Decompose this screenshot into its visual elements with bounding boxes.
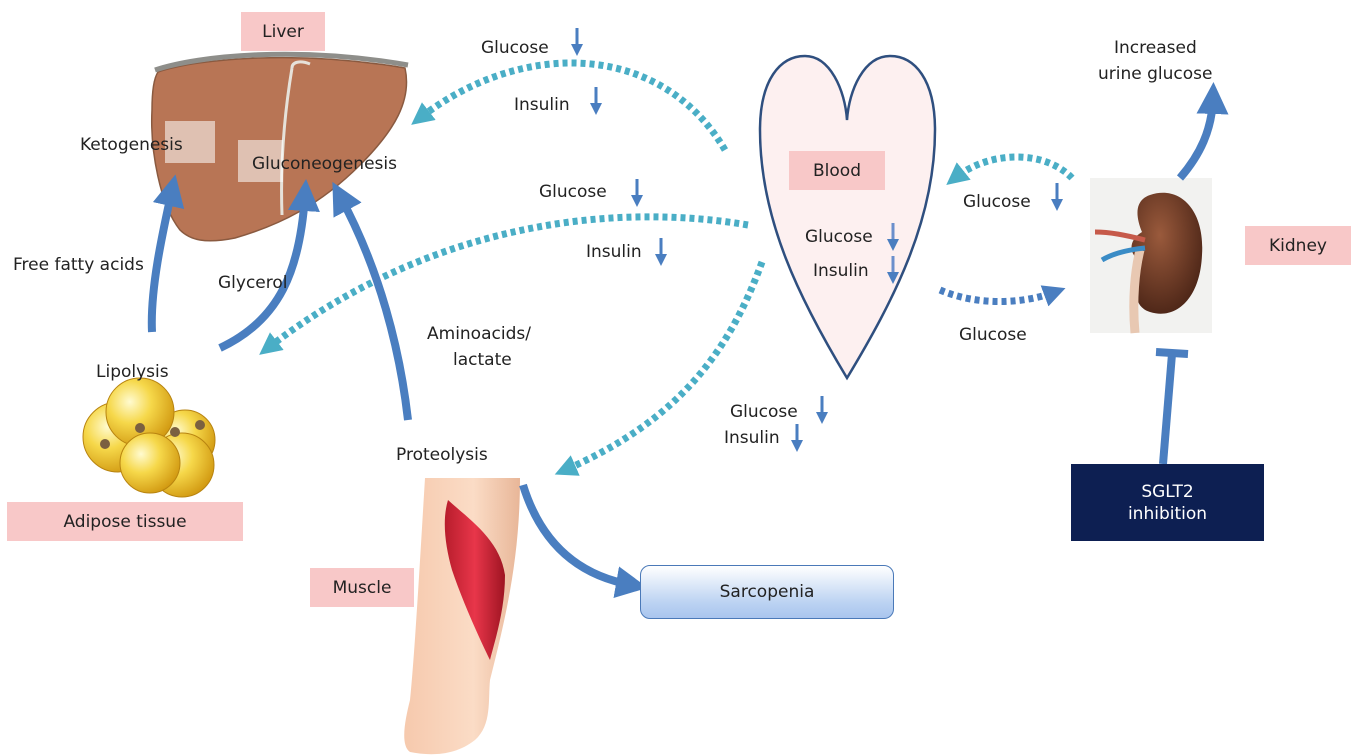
sglt2-inhibition-box: SGLT2 inhibition <box>1071 464 1264 541</box>
glucose-label: Glucose <box>959 324 1027 346</box>
fat-cells-illustration <box>83 378 215 497</box>
liver-label: Liver <box>241 12 325 51</box>
dotted-arrow-blood-to-kidney <box>940 290 1055 302</box>
muscle-label: Muscle <box>310 568 414 607</box>
insulin-label: Insulin <box>514 94 570 116</box>
lactate-label: lactate <box>453 349 512 371</box>
glucose-label: Glucose <box>963 191 1031 213</box>
sglt2-label-line1: SGLT2 <box>1128 481 1207 503</box>
sarcopenia-label: Sarcopenia <box>720 582 815 602</box>
dotted-arrow-blood-to-liver <box>420 63 725 150</box>
glucose-label: Glucose <box>805 226 873 248</box>
glycerol-label: Glycerol <box>218 272 288 294</box>
insulin-label: Insulin <box>586 241 642 263</box>
lipolysis-label: Lipolysis <box>96 361 169 383</box>
ketogenesis-label: Ketogenesis <box>80 134 183 156</box>
glucose-label: Glucose <box>539 181 607 203</box>
arrow-free-fatty-acids-to-ketogenesis <box>152 190 172 332</box>
arrow-aminoacids-to-gluconeogenesis <box>340 196 408 420</box>
leg-muscle-illustration <box>404 478 520 754</box>
adipose-tissue-label: Adipose tissue <box>7 502 243 541</box>
gluconeogenesis-label: Gluconeogenesis <box>252 153 397 175</box>
kidney-label: Kidney <box>1245 226 1351 265</box>
sglt2-label-line2: inhibition <box>1128 503 1207 525</box>
dotted-arrow-kidney-to-blood <box>955 157 1072 178</box>
glucose-label: Glucose <box>481 37 549 59</box>
arrow-proteolysis-to-sarcopenia <box>523 485 632 585</box>
proteolysis-label: Proteolysis <box>396 444 488 466</box>
sglt2-inhibition-bar <box>1156 352 1188 464</box>
sarcopenia-box: Sarcopenia <box>640 565 894 619</box>
blood-label: Blood <box>789 151 885 190</box>
insulin-label: Insulin <box>724 427 780 449</box>
heart-shape <box>760 56 935 378</box>
urine-glucose-label-line1: Increased <box>1114 37 1197 59</box>
urine-glucose-label-line2: urine glucose <box>1098 63 1212 85</box>
free-fatty-acids-label: Free fatty acids <box>13 254 144 276</box>
glucose-label: Glucose <box>730 401 798 423</box>
kidney-illustration <box>1090 178 1212 333</box>
insulin-label: Insulin <box>813 260 869 282</box>
aminoacids-label: Aminoacids/ <box>427 323 531 345</box>
arrow-kidney-to-urine <box>1180 98 1213 178</box>
